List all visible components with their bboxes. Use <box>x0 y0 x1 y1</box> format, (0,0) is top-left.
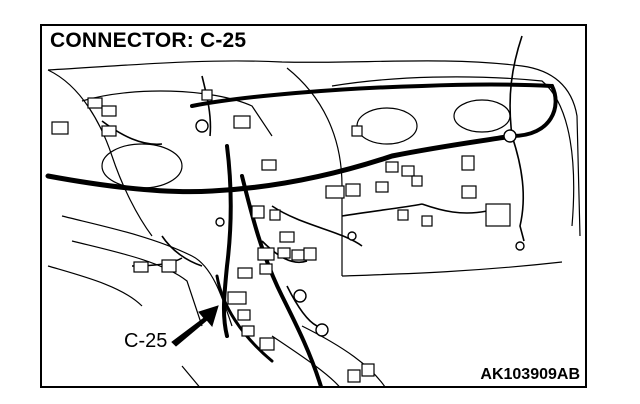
dashboard-wiring-illustration <box>45 35 581 386</box>
callout-arrow <box>171 305 219 347</box>
connector-blocks <box>51 89 511 383</box>
main-harness <box>45 82 558 386</box>
grommets <box>195 119 525 337</box>
diagram-frame: CONNECTOR: C-25 C-25 AK103909AB <box>40 24 587 388</box>
branch-wires <box>101 35 525 327</box>
diagram-title: CONNECTOR: C-25 <box>48 28 251 54</box>
connector-callout-label: C-25 <box>123 330 169 353</box>
figure-id: AK103909AB <box>478 366 582 384</box>
